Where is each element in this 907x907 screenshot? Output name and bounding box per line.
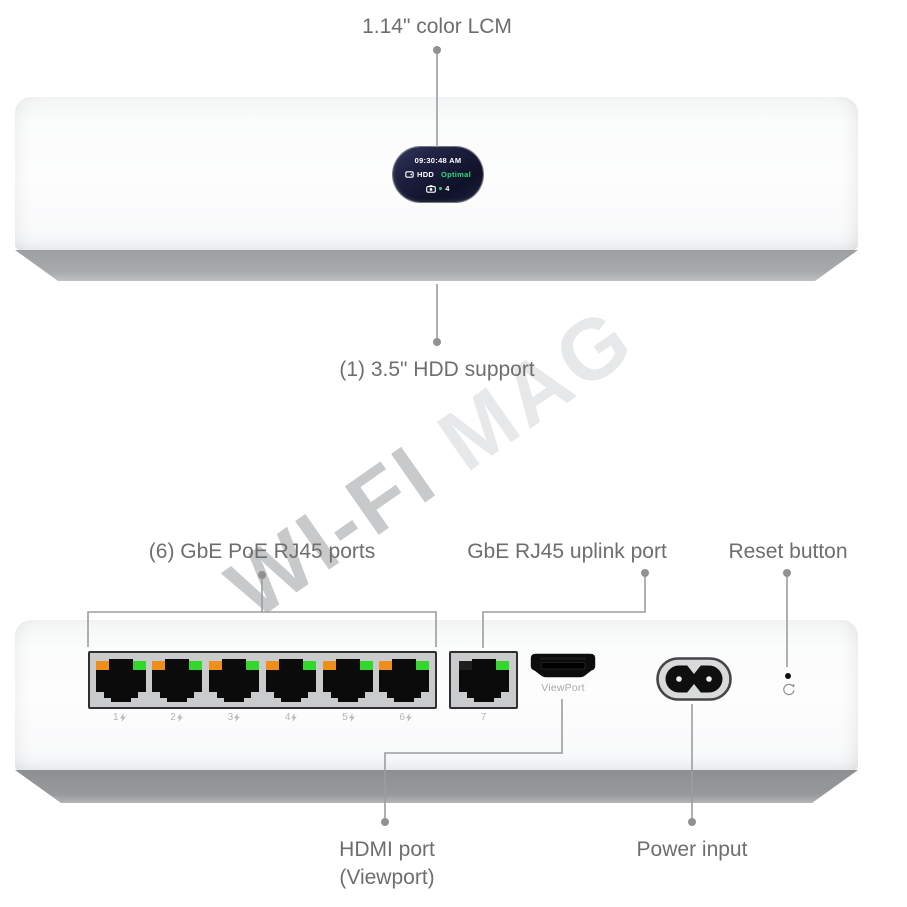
port-number: 1 (113, 712, 119, 723)
port-number: 4 (284, 712, 291, 723)
uplink-port (449, 651, 518, 709)
poe-bolt-icon (348, 713, 355, 722)
label-hdmi-port: HDMI port (Viewport) (339, 836, 435, 892)
viewport-label: ViewPort (541, 682, 585, 694)
rj45-port-3 (209, 659, 260, 702)
camera-icon (426, 184, 437, 193)
label-reset-button: Reset button (728, 540, 848, 563)
label-poe-ports: (6) GbE PoE RJ45 ports (148, 540, 376, 563)
label-power-input: Power input (636, 838, 748, 861)
lcm-time: 09:30:48 AM (414, 155, 462, 165)
power-c8-icon (656, 657, 732, 701)
label-uplink-port: GbE RJ45 uplink port (467, 540, 667, 563)
port-number: 2 (170, 712, 176, 723)
poe-bolt-icon (176, 713, 183, 722)
rj45-port-1 (95, 659, 146, 702)
device-rear-base (15, 770, 858, 803)
watermark-part2: MAG (398, 288, 652, 506)
lcm-drive-status: Optimal (440, 169, 471, 179)
label-hdmi-line1: HDMI port (339, 838, 435, 861)
poe-port-numbers: 1 2 3 4 5 6 (88, 712, 437, 723)
device-rear-view: 1 2 3 4 5 6 7 ViewPort (15, 620, 858, 770)
rj45-port-5 (322, 659, 373, 702)
port-number: 5 (342, 712, 348, 723)
port-number: 3 (227, 712, 234, 723)
rj45-port-7 (458, 659, 509, 702)
hdmi-connector-icon (530, 653, 596, 678)
reset-button (785, 673, 791, 679)
rj45-port-4 (265, 659, 316, 702)
reset-arrow-icon (781, 682, 795, 701)
poe-bolt-icon (234, 713, 240, 722)
hdmi-port (529, 653, 597, 683)
lcm-drive-label: HDD (417, 169, 435, 179)
rj45-port-2 (152, 659, 203, 702)
camera-status-dot (439, 187, 443, 190)
poe-bolt-icon (405, 713, 412, 722)
poe-bolt-icon (119, 713, 126, 722)
watermark-part1: WI-FI (210, 426, 455, 638)
watermark: WI-FI MAG (204, 228, 732, 648)
lcm-camera-count: 4 (445, 183, 450, 193)
device-front-view: 09:30:48 AM HDD Optimal (15, 97, 858, 250)
poe-bolt-icon (291, 713, 298, 722)
uplink-port-number: 7 (480, 712, 487, 723)
hdd-icon (405, 171, 414, 178)
power-inlet (656, 657, 732, 706)
port-number: 6 (399, 712, 405, 723)
lcm-screen: 09:30:48 AM HDD Optimal (393, 147, 483, 202)
label-lcm: 1.14" color LCM (362, 15, 512, 38)
poe-port-block (88, 651, 437, 709)
rj45-port-6 (379, 659, 430, 702)
label-hdd-support: (1) 3.5" HDD support (339, 358, 535, 381)
label-hdmi-line2: (Viewport) (339, 866, 435, 889)
device-front-base (15, 250, 858, 281)
